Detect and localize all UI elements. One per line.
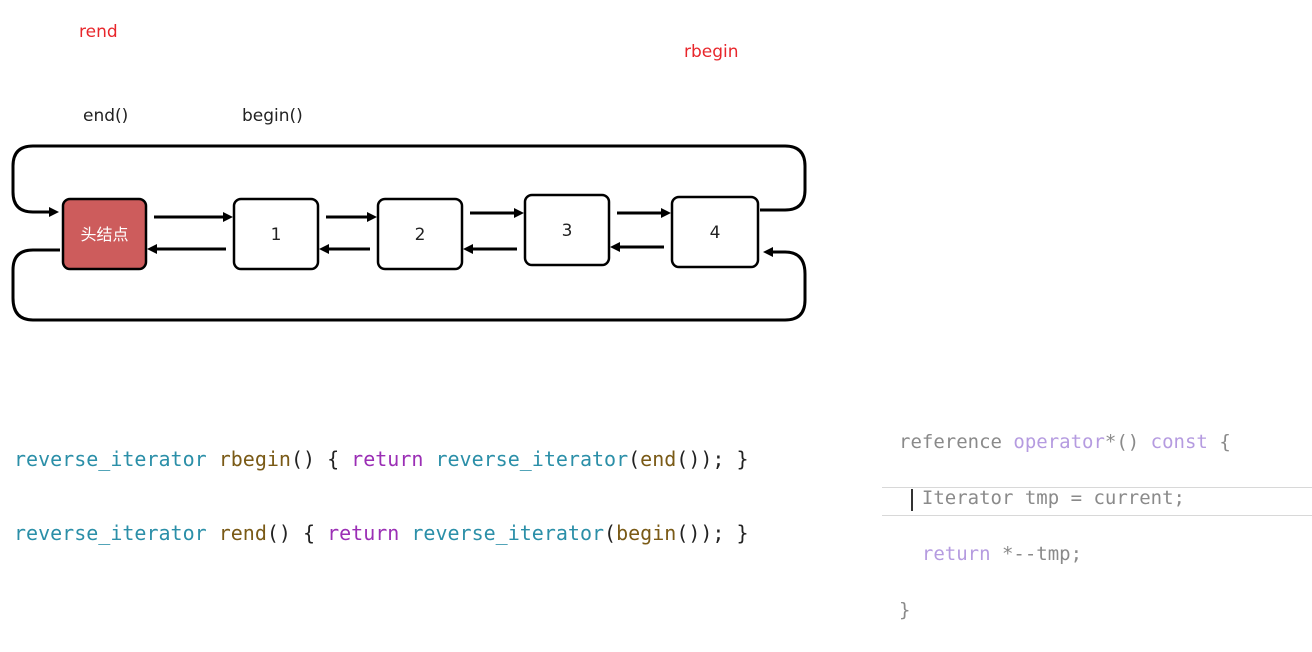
code-token: *() (1104, 431, 1151, 453)
code-token: rbegin (218, 447, 291, 471)
node-label: 3 (562, 221, 573, 241)
node-label: 头结点 (80, 225, 128, 244)
node-label: 2 (415, 225, 426, 245)
label-rend: rend (79, 22, 118, 42)
code-token: ()); } (676, 447, 749, 471)
code-token: *--tmp; (990, 543, 1083, 565)
head-node: 头结点 (61, 197, 148, 271)
code-token: ()); } (676, 521, 749, 545)
code-token: return (327, 521, 400, 545)
code-line-return: return *--tmp; (899, 540, 1231, 568)
node-box (61, 197, 148, 271)
code-left: reverse_iterator rbegin() { return rever… (14, 404, 749, 589)
list-node: 4 (670, 195, 760, 269)
node-label: 1 (271, 225, 282, 245)
code-token: return (921, 543, 991, 565)
loop-bottom-arrow (11, 247, 807, 322)
node-box (232, 197, 320, 271)
text-cursor[interactable] (911, 489, 913, 511)
code-token: ( (628, 447, 641, 471)
code-token: reverse_iterator (435, 447, 629, 471)
node-box (376, 197, 464, 271)
code-token: const (1150, 431, 1208, 453)
list-node: 1 (232, 197, 320, 271)
code-token: return (351, 447, 424, 471)
code-token: { (1207, 431, 1231, 453)
code-line-close: } (899, 599, 911, 621)
code-token: operator (1013, 431, 1105, 453)
code-token (899, 543, 922, 565)
code-right: reference operator*() const { Iterator t… (899, 400, 1231, 652)
code-token: reverse_iterator (411, 521, 605, 545)
list-diagram: 头结点 1 2 3 4 (11, 144, 807, 322)
code-token: reverse_iterator (14, 521, 207, 545)
code-token: reverse_iterator (14, 447, 207, 471)
code-token (423, 447, 435, 471)
code-token: () { (290, 447, 352, 471)
label-begin: begin() (242, 106, 303, 126)
code-line-tmp: Iterator tmp = current; (899, 487, 1185, 509)
code-line-operator: reference operator*() const { (899, 428, 1231, 456)
code-token: rend (218, 521, 267, 545)
node-box (670, 195, 760, 269)
current-line-highlight (882, 487, 1312, 516)
label-end: end() (83, 106, 129, 126)
code-line-rbegin: reverse_iterator rbegin() { return rever… (14, 441, 749, 478)
code-token: () { (266, 521, 328, 545)
loop-top-arrow (11, 144, 807, 217)
code-token: end (640, 447, 677, 471)
node-box (523, 193, 611, 267)
code-token: ( (604, 521, 617, 545)
label-rbegin: rbegin (684, 42, 739, 62)
list-node: 3 (523, 193, 611, 267)
list-node: 2 (376, 197, 464, 271)
code-token: begin (616, 521, 677, 545)
node-label: 4 (710, 223, 721, 243)
code-token: reference (899, 431, 1014, 453)
code-token (399, 521, 411, 545)
